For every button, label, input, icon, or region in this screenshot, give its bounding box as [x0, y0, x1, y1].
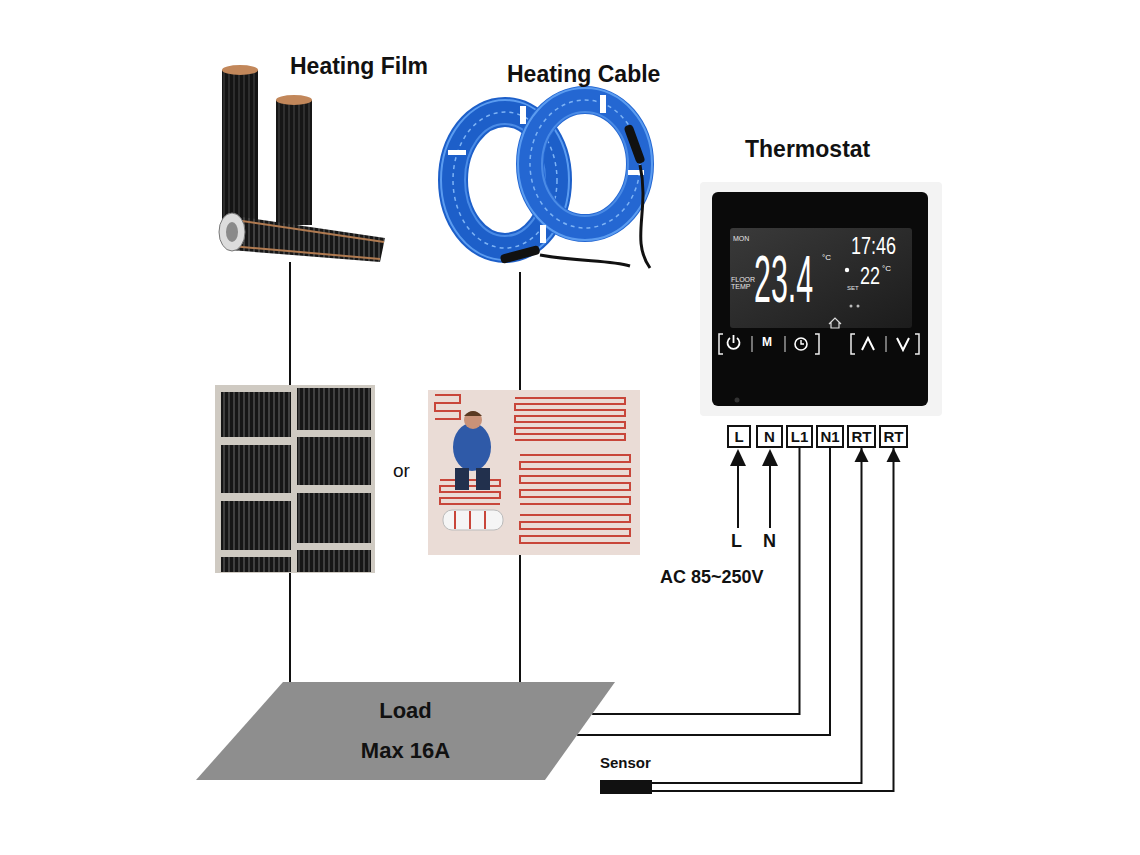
terminal-label: L [734, 429, 743, 444]
load-label: Load [196, 698, 615, 724]
terminal-box: L [727, 425, 751, 448]
display-day: MON [733, 235, 749, 242]
heating-cable-item: Heating Cable [440, 60, 680, 272]
heating-film-photo [219, 65, 385, 262]
thermostat-body [700, 182, 942, 416]
display-unit: °C [822, 254, 831, 262]
sensor-probe [600, 780, 652, 794]
load-text: LoadMax 16A [196, 682, 615, 764]
display-caption: FLOOR TEMP [731, 276, 757, 290]
terminal-label: N1 [820, 429, 839, 444]
or-note: or [393, 461, 410, 480]
temperature-sensor: Sensor [598, 754, 668, 796]
terminal-box: RT [879, 425, 908, 448]
display-clock: 17:46 [851, 234, 896, 258]
terminal-box: N [756, 425, 783, 448]
voltage-label: AC 85~250V [660, 568, 764, 586]
wire-connector [652, 448, 869, 783]
load-label: Max 16A [196, 738, 615, 764]
terminal-label: RT [852, 429, 872, 444]
item-heading: Thermostat [745, 135, 870, 163]
supply-arrows [730, 449, 778, 528]
load-area: LoadMax 16A [196, 682, 615, 780]
heating-cable-photo [441, 88, 652, 268]
supply-label: N [763, 532, 776, 550]
film-installation-photo [215, 385, 375, 573]
supply-label: L [731, 532, 742, 550]
terminal-label: L1 [791, 429, 809, 444]
terminal-label: N [764, 429, 775, 444]
display-caption: SET [847, 285, 859, 291]
arrow-head [887, 448, 901, 462]
wire-connector [652, 448, 901, 791]
item-heading: Heating Film [290, 52, 428, 80]
button-label: M [762, 336, 772, 348]
sensor-label: Sensor [600, 754, 668, 772]
cable-installation-photo [428, 390, 640, 555]
terminal-box: L1 [786, 425, 813, 448]
terminal-label: RT [884, 429, 904, 444]
heating-film-item: Heating Film [215, 52, 450, 262]
terminal-box: RT [847, 425, 876, 448]
load-parallelogram [196, 682, 615, 780]
display-temperature: 23.4 [754, 246, 813, 312]
wire-line [652, 448, 894, 791]
item-heading: Heating Cable [507, 60, 660, 88]
load-shape [196, 682, 615, 780]
wire-line [652, 448, 862, 783]
display-unit: °C [882, 265, 891, 273]
thermostat-unit: Thermostat [705, 135, 940, 412]
terminal-box: N1 [816, 425, 844, 448]
display-setpoint: 22 [860, 264, 880, 288]
arrow-head [855, 448, 869, 462]
